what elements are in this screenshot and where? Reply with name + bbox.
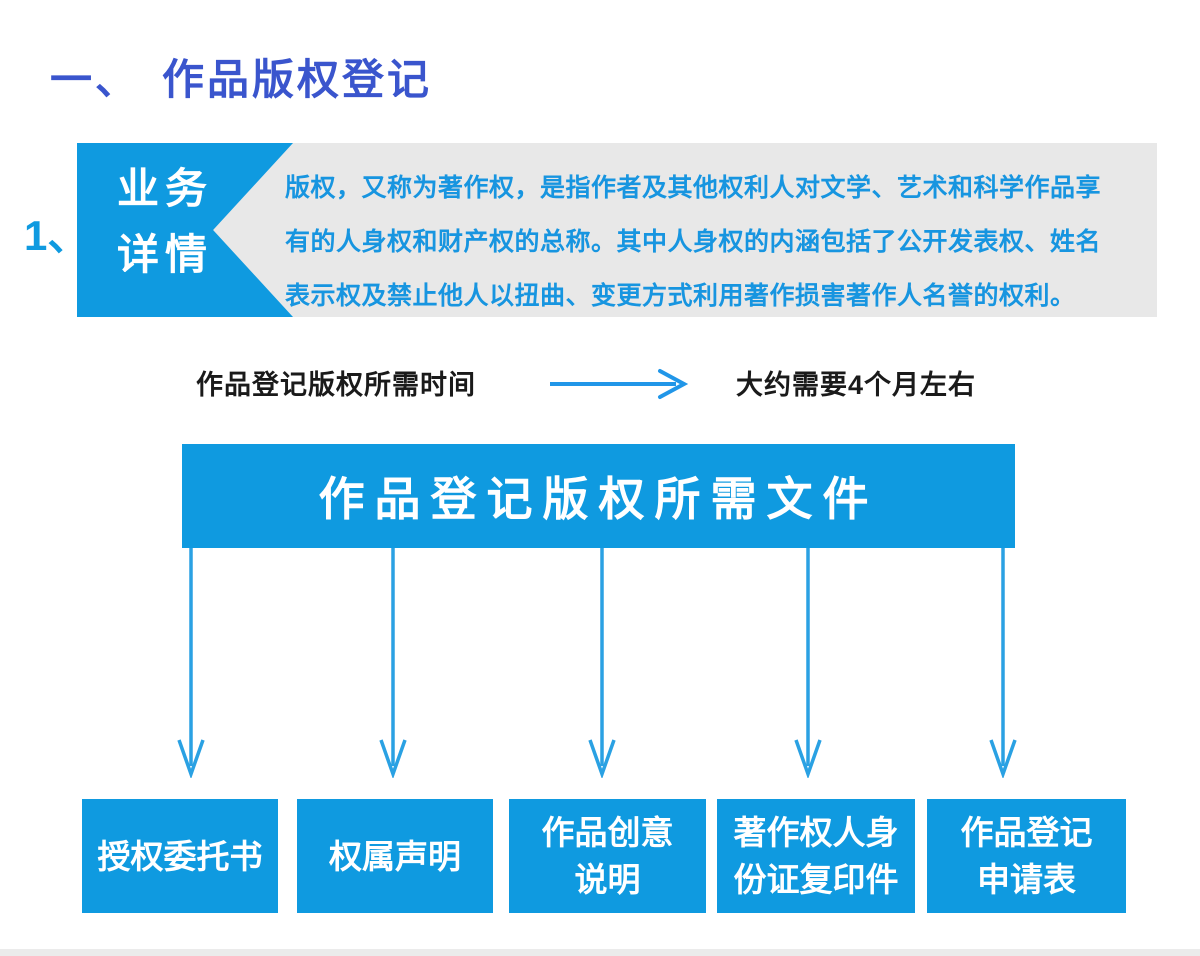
file-box-line: 作品登记 <box>960 814 1093 851</box>
file-box-line: 著作权人身 <box>733 814 899 851</box>
page-title-text: 作品版权登记 <box>162 56 433 103</box>
down-arrow-icon <box>588 548 616 778</box>
file-box-line: 申请表 <box>977 861 1076 898</box>
required-files-banner: 作品登记版权所需文件 <box>182 444 1015 548</box>
file-box-line: 权属声明 <box>329 837 461 875</box>
down-arrow-icon <box>794 548 822 778</box>
time-required-value: 大约需要4个月左右 <box>736 370 977 400</box>
detail-line: 版权，又称为著作权，是指作者及其他权利人对文学、艺术和科学作品享 <box>285 174 1102 202</box>
file-box-line: 作品创意 <box>541 814 674 851</box>
page-title-number: 一、 <box>50 56 141 103</box>
file-box-ownership-statement: 权属声明 <box>297 799 493 913</box>
detail-line: 表示权及禁止他人以扭曲、变更方式利用著作损害著作人名誉的权利。 <box>285 282 1076 310</box>
detail-line: 有的人身权和财产权的总称。其中人身权的内涵包括了公开发表权、姓名 <box>285 228 1102 256</box>
bottom-strip <box>0 949 1200 956</box>
down-arrow-icon <box>989 548 1017 778</box>
file-box-id-copy: 著作权人身 份证复印件 <box>717 799 915 913</box>
down-arrow-icon <box>379 548 407 778</box>
label-line: 业务 <box>116 165 213 212</box>
right-arrow-icon <box>550 369 689 399</box>
file-box-line: 份证复印件 <box>733 861 899 898</box>
page-title: 一、 作品版权登记 <box>50 46 432 107</box>
file-box-application-form: 作品登记 申请表 <box>927 799 1126 913</box>
file-box-creative-description: 作品创意 说明 <box>509 799 706 913</box>
business-detail-label-text: 业务 详情 <box>77 156 253 288</box>
time-required-label: 作品登记版权所需时间 <box>196 370 476 400</box>
down-arrow-icon <box>177 548 205 778</box>
file-box-line: 说明 <box>574 861 641 898</box>
business-detail-text: 版权，又称为著作权，是指作者及其他权利人对文学、艺术和科学作品享 有的人身权和财… <box>285 161 1145 323</box>
file-box-line: 授权委托书 <box>97 837 263 875</box>
file-box-authorization-letter: 授权委托书 <box>82 799 278 913</box>
label-line: 详情 <box>116 231 213 278</box>
